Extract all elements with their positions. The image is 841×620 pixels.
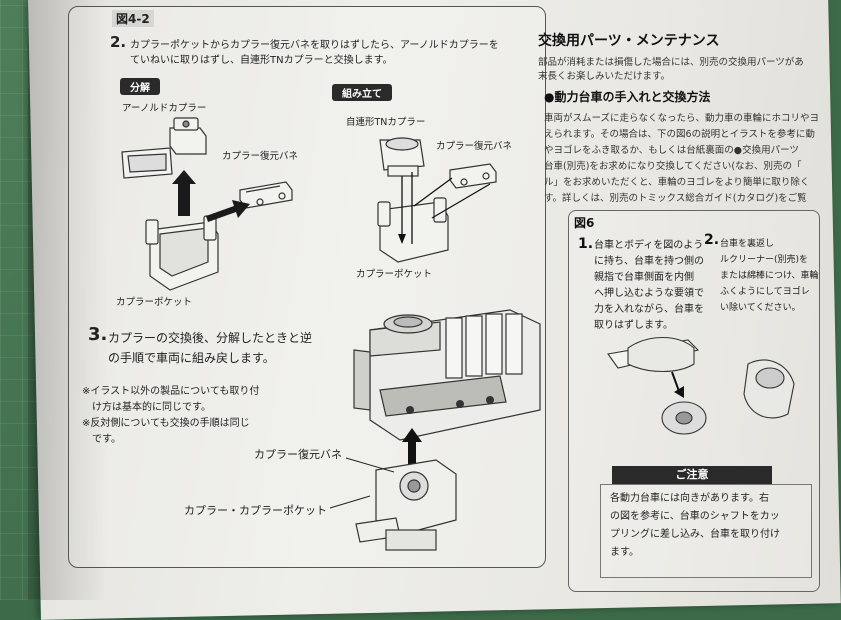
fig6-step-1-line: 取りはずします。 bbox=[594, 320, 673, 331]
right-body-2: えられます。その場合は、下の図6の説明とイラストを参考に動 bbox=[544, 129, 815, 140]
tn-coupler-label: 自連形TNカプラー bbox=[346, 117, 426, 128]
note-line-3: ※反対側についても交換の手順は同じ bbox=[82, 418, 250, 429]
note-line-2: け方は基本的に同じです。 bbox=[92, 402, 211, 413]
figure-label: 図4-2 bbox=[112, 10, 154, 27]
up-arrow-icon bbox=[172, 170, 196, 216]
step-2-line-1: カプラーポケットからカプラー復元バネを取りはずしたら、アーノルドカプラーを bbox=[130, 40, 499, 51]
callout-leader-lines bbox=[329, 457, 395, 509]
right-body-4: 台車(別売)をお求めになり交換してください(なお、別売の「 bbox=[544, 161, 802, 172]
fig6-step-1-text: 台車とボディを図のよう に持ち、台車を持つ側の 親指で台車側面を内側 へ押し込む… bbox=[594, 238, 704, 334]
locomotive-illustration bbox=[353, 309, 541, 441]
caution-line: の図を参考に、台車のシャフトをカッ bbox=[610, 511, 780, 522]
fig6-step-1-line: 親指で台車側面を内側 bbox=[594, 272, 694, 283]
right-intro-2: 末長くお楽しみいただけます。 bbox=[538, 71, 671, 82]
spring-part bbox=[239, 181, 293, 209]
fig6-step-2-line: ルクリーナー(別売)を bbox=[720, 255, 809, 265]
loco-spring-label: カプラー復元バネ bbox=[254, 448, 342, 461]
right-body-6: す。詳しくは、別売のトミックス総合ガイド(カタログ)をご覧 bbox=[544, 193, 807, 204]
spring-label-disassemble: カプラー復元バネ bbox=[222, 151, 299, 162]
right-intro-1: 部品が消耗または損傷した場合には、別売の交換用パーツがあ bbox=[538, 57, 804, 68]
fig6-step-2-line: い除いてください。 bbox=[720, 303, 801, 313]
disassemble-tag: 分解 bbox=[120, 78, 160, 95]
step-2-number: 2. bbox=[110, 33, 127, 51]
fig6-step-1-line: に持ち、台車を持つ側の bbox=[594, 256, 704, 267]
arnold-coupler-part bbox=[169, 127, 207, 155]
spring-label-assemble: カプラー復元バネ bbox=[436, 141, 513, 152]
caution-tag: ご注意 bbox=[612, 466, 772, 484]
fig6-step-2-line: 台車を裏返し bbox=[720, 239, 775, 249]
up-arrow-loco-icon bbox=[402, 428, 422, 464]
step-3-line-2: の手順で車両に組み戻します。 bbox=[108, 351, 275, 365]
arrow-icon bbox=[674, 386, 684, 398]
loco-pocket-label: カプラー・カプラーポケット bbox=[184, 504, 327, 517]
step-3-number: 3. bbox=[88, 324, 108, 345]
right-body-1: 車両がスムーズに走らなくなったら、動力車の車輪にホコリやヨ bbox=[544, 113, 820, 124]
hand-part bbox=[627, 337, 695, 372]
step-3: 3. bbox=[88, 324, 107, 345]
right-body-5: ル」をお求めいただくと、車輪のヨゴレをより簡単に取り除く bbox=[544, 177, 810, 188]
right-body-3: やヨゴレをふき取るか、もしくは台紙裏面の●交換用パーツ bbox=[544, 145, 799, 156]
assemble-tag: 組み立て bbox=[332, 84, 392, 101]
fig6-step-2-line: ふくようにしてヨゴレ bbox=[720, 287, 810, 297]
fig6-step-1-number: 1. bbox=[578, 236, 594, 252]
step-2-text: カプラーポケットからカプラー復元バネを取りはずしたら、アーノルドカプラーを てい… bbox=[130, 38, 499, 68]
figure-6-illustration bbox=[607, 337, 795, 435]
caution-line: ます。 bbox=[610, 547, 639, 558]
right-arrow-icon bbox=[206, 200, 250, 222]
truck-illustration bbox=[355, 459, 457, 551]
caution-box bbox=[600, 484, 812, 578]
fig6-step-2-number: 2. bbox=[704, 232, 720, 248]
fig6-step-1-line: へ押し込むような要領で bbox=[594, 288, 704, 299]
fig6-step-1-line: 台車とボディを図のよう bbox=[594, 240, 704, 251]
notes: ※イラスト以外の製品についても取り付 け方は基本的に同じです。 ※反対側について… bbox=[82, 384, 259, 448]
right-title: 交換用パーツ・メンテナンス bbox=[538, 33, 720, 49]
figure-6-label: 図6 bbox=[574, 216, 595, 230]
fig6-step-2-text: 台車を裏返し ルクリーナー(別売)を または綿棒につけ、車輪 ふくようにしてヨゴ… bbox=[720, 236, 819, 316]
fig6-step-2-line: または綿棒につけ、車輪 bbox=[720, 271, 819, 281]
assemble-illustration bbox=[377, 137, 497, 263]
caution-line: プリングに差し込み、台車を取り付け bbox=[610, 529, 780, 540]
pocket-label-assemble: カプラーポケット bbox=[356, 269, 433, 280]
fig6-step-1-line: 力を入れながら、台車を bbox=[594, 304, 704, 315]
down-arrow-icon bbox=[398, 234, 406, 244]
note-line-4: です。 bbox=[92, 434, 121, 445]
caution-text: 各動力台車には向きがあります。右 の図を参考に、台車のシャフトをカッ プリングに… bbox=[610, 490, 780, 562]
step-2-line-2: ていねいに取りはずし、自連形TNカプラーと交換します。 bbox=[130, 55, 393, 66]
right-heading: ●動力台車の手入れと交換方法 bbox=[544, 90, 711, 104]
step-3-text: カプラーの交換後、分解したときと逆 の手順で車両に組み戻します。 bbox=[108, 328, 312, 368]
caution-line: 各動力台車には向きがあります。右 bbox=[610, 493, 769, 504]
note-line-1: ※イラスト以外の製品についても取り付 bbox=[82, 386, 260, 397]
step-2: 2. bbox=[110, 32, 126, 51]
pocket-label-disassemble: カプラーポケット bbox=[116, 297, 193, 308]
disassemble-illustration bbox=[121, 117, 293, 291]
step-3-line-1: カプラーの交換後、分解したときと逆 bbox=[108, 331, 313, 345]
arnold-coupler-label: アーノルドカプラー bbox=[122, 103, 207, 114]
figure-panel bbox=[68, 6, 546, 568]
